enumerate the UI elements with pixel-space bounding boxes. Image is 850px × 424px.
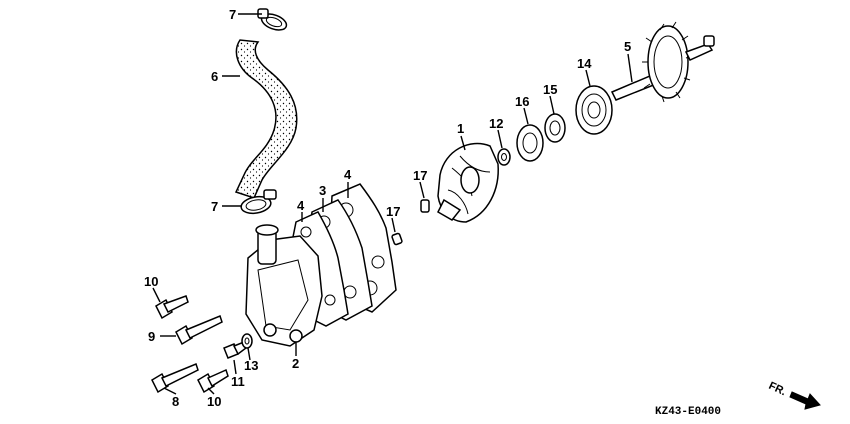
hose-clamp-lower <box>240 189 277 215</box>
callout-7-upper: 7 <box>229 7 236 22</box>
mechanical-seal <box>516 124 544 162</box>
callout-2: 2 <box>292 356 299 371</box>
washer-12 <box>497 148 511 166</box>
callout-10-upper: 10 <box>144 274 158 289</box>
flange-bolt-8 <box>151 363 199 394</box>
bearing <box>575 85 613 135</box>
callout-15: 15 <box>543 82 557 97</box>
dowel-pin-upper <box>420 199 430 213</box>
flange-bolt-10-upper <box>155 295 189 320</box>
callout-6: 6 <box>211 69 218 84</box>
callout-4-rear: 4 <box>344 167 352 182</box>
callout-10-lower: 10 <box>207 394 221 409</box>
callout-8: 8 <box>172 394 179 409</box>
sealing-washer-13 <box>241 333 253 349</box>
water-pump-housing <box>245 224 323 347</box>
water-hose <box>234 39 298 199</box>
callout-5: 5 <box>624 39 631 54</box>
callout-16: 16 <box>515 94 529 109</box>
pump-shaft-gear <box>610 21 715 103</box>
oil-seal <box>544 113 566 143</box>
diagram-code: KZ43-E0400 <box>655 406 721 418</box>
callout-1: 1 <box>457 121 464 136</box>
front-direction-indicator: FR. <box>767 380 821 410</box>
impeller <box>437 142 499 223</box>
callout-4-front: 4 <box>297 198 305 213</box>
drain-bolt-11 <box>223 341 247 359</box>
callout-12: 12 <box>489 116 503 131</box>
callout-13: 13 <box>244 358 258 373</box>
front-label: FR. <box>767 380 788 398</box>
flange-bolt-10-lower <box>197 368 229 394</box>
dowel-pin-lower <box>391 232 403 246</box>
callout-7-lower: 7 <box>211 199 218 214</box>
hose-clamp-upper <box>257 8 288 31</box>
front-arrow-icon <box>789 391 821 410</box>
flange-bolt-9 <box>175 315 223 346</box>
callout-14: 14 <box>577 56 592 71</box>
callout-11: 11 <box>231 374 245 389</box>
callout-9: 9 <box>148 329 155 344</box>
callout-3: 3 <box>319 183 326 198</box>
callout-17-lower: 17 <box>386 204 400 219</box>
callout-17-upper: 17 <box>413 168 427 183</box>
